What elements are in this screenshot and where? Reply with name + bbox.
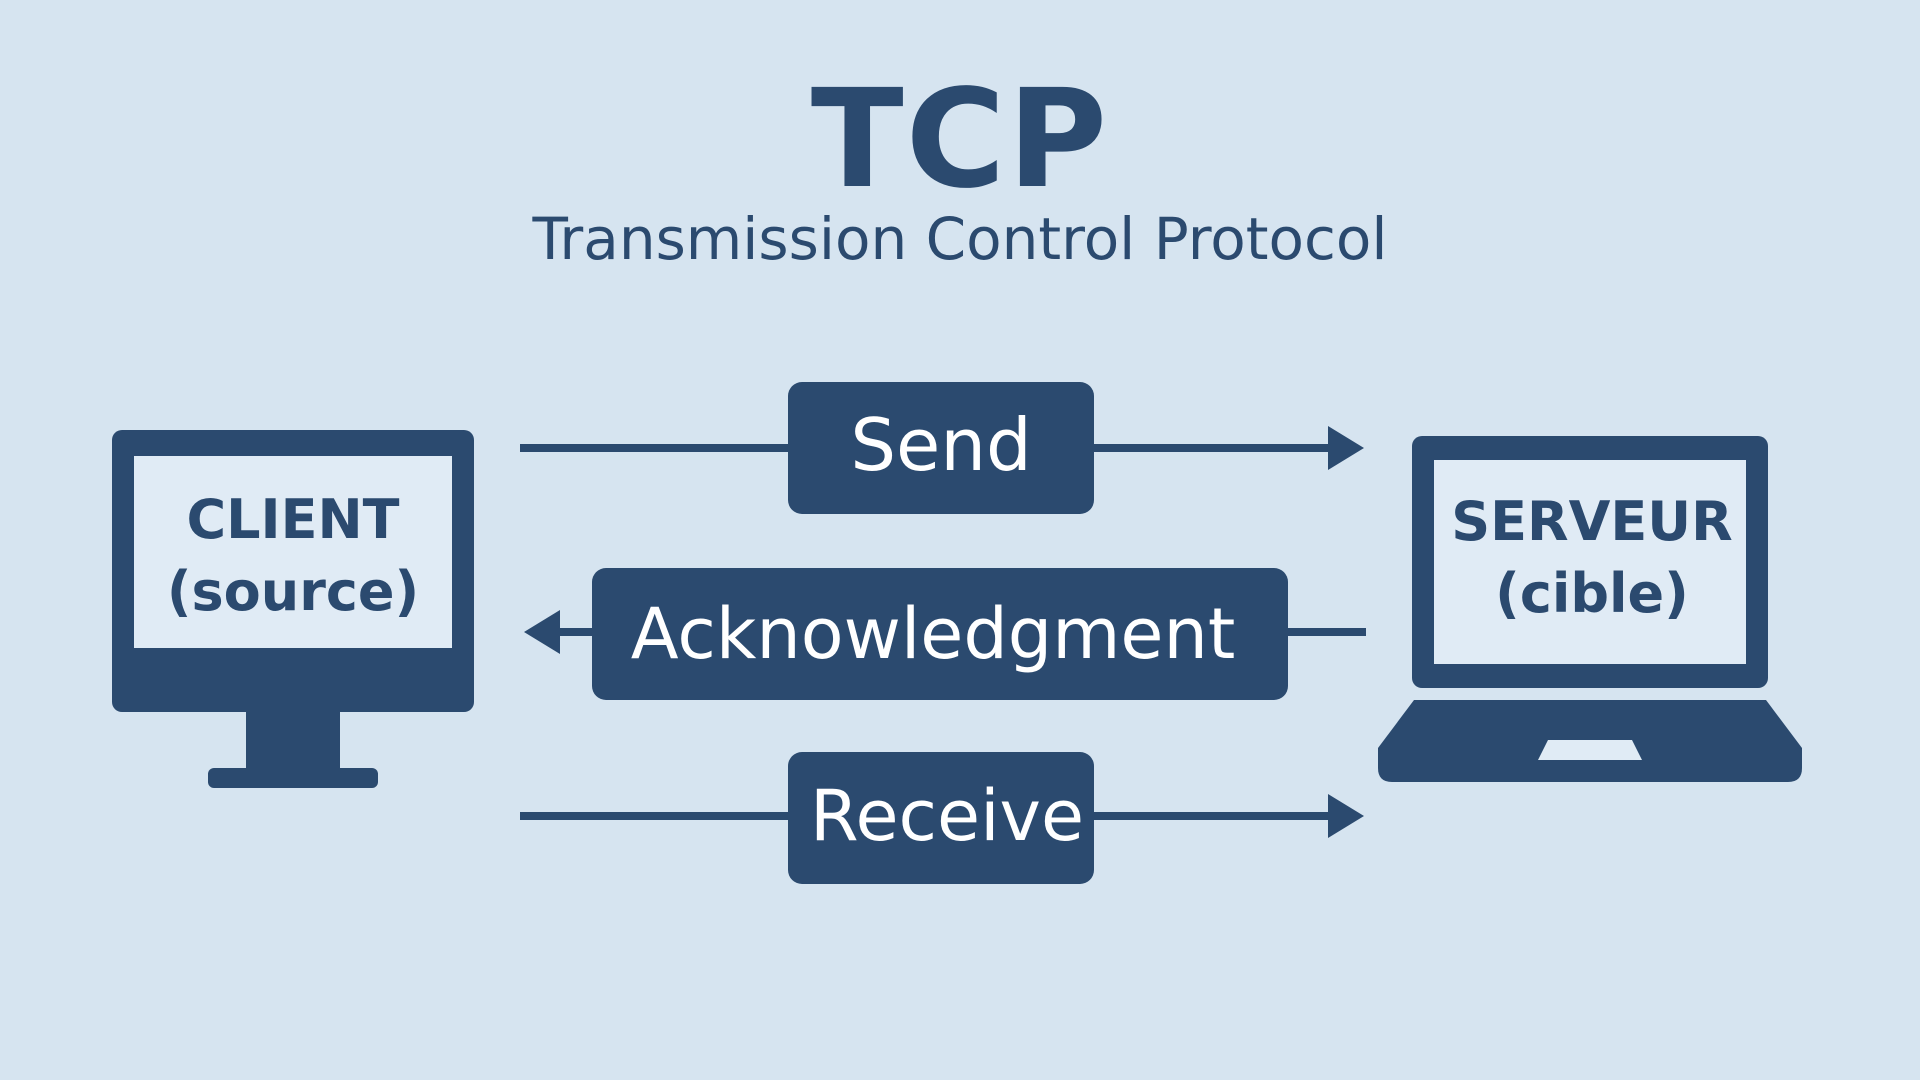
receive-pill (788, 752, 1094, 884)
client-name: CLIENT (186, 488, 399, 551)
acknowledgment-pill (592, 568, 1288, 700)
send-label: Send (850, 403, 1031, 487)
client-monitor-icon (112, 430, 474, 788)
receive-label: Receive (810, 775, 1084, 857)
server-name: SERVEUR (1451, 490, 1732, 553)
page-title: TCP (810, 61, 1110, 219)
server-laptop-icon (1378, 436, 1802, 782)
page-subtitle: Transmission Control Protocol (532, 205, 1388, 273)
server-role: (cible) (1495, 562, 1689, 625)
send-pill (788, 382, 1094, 514)
acknowledgment-label: Acknowledgment (631, 593, 1236, 675)
client-role: (source) (167, 560, 419, 623)
